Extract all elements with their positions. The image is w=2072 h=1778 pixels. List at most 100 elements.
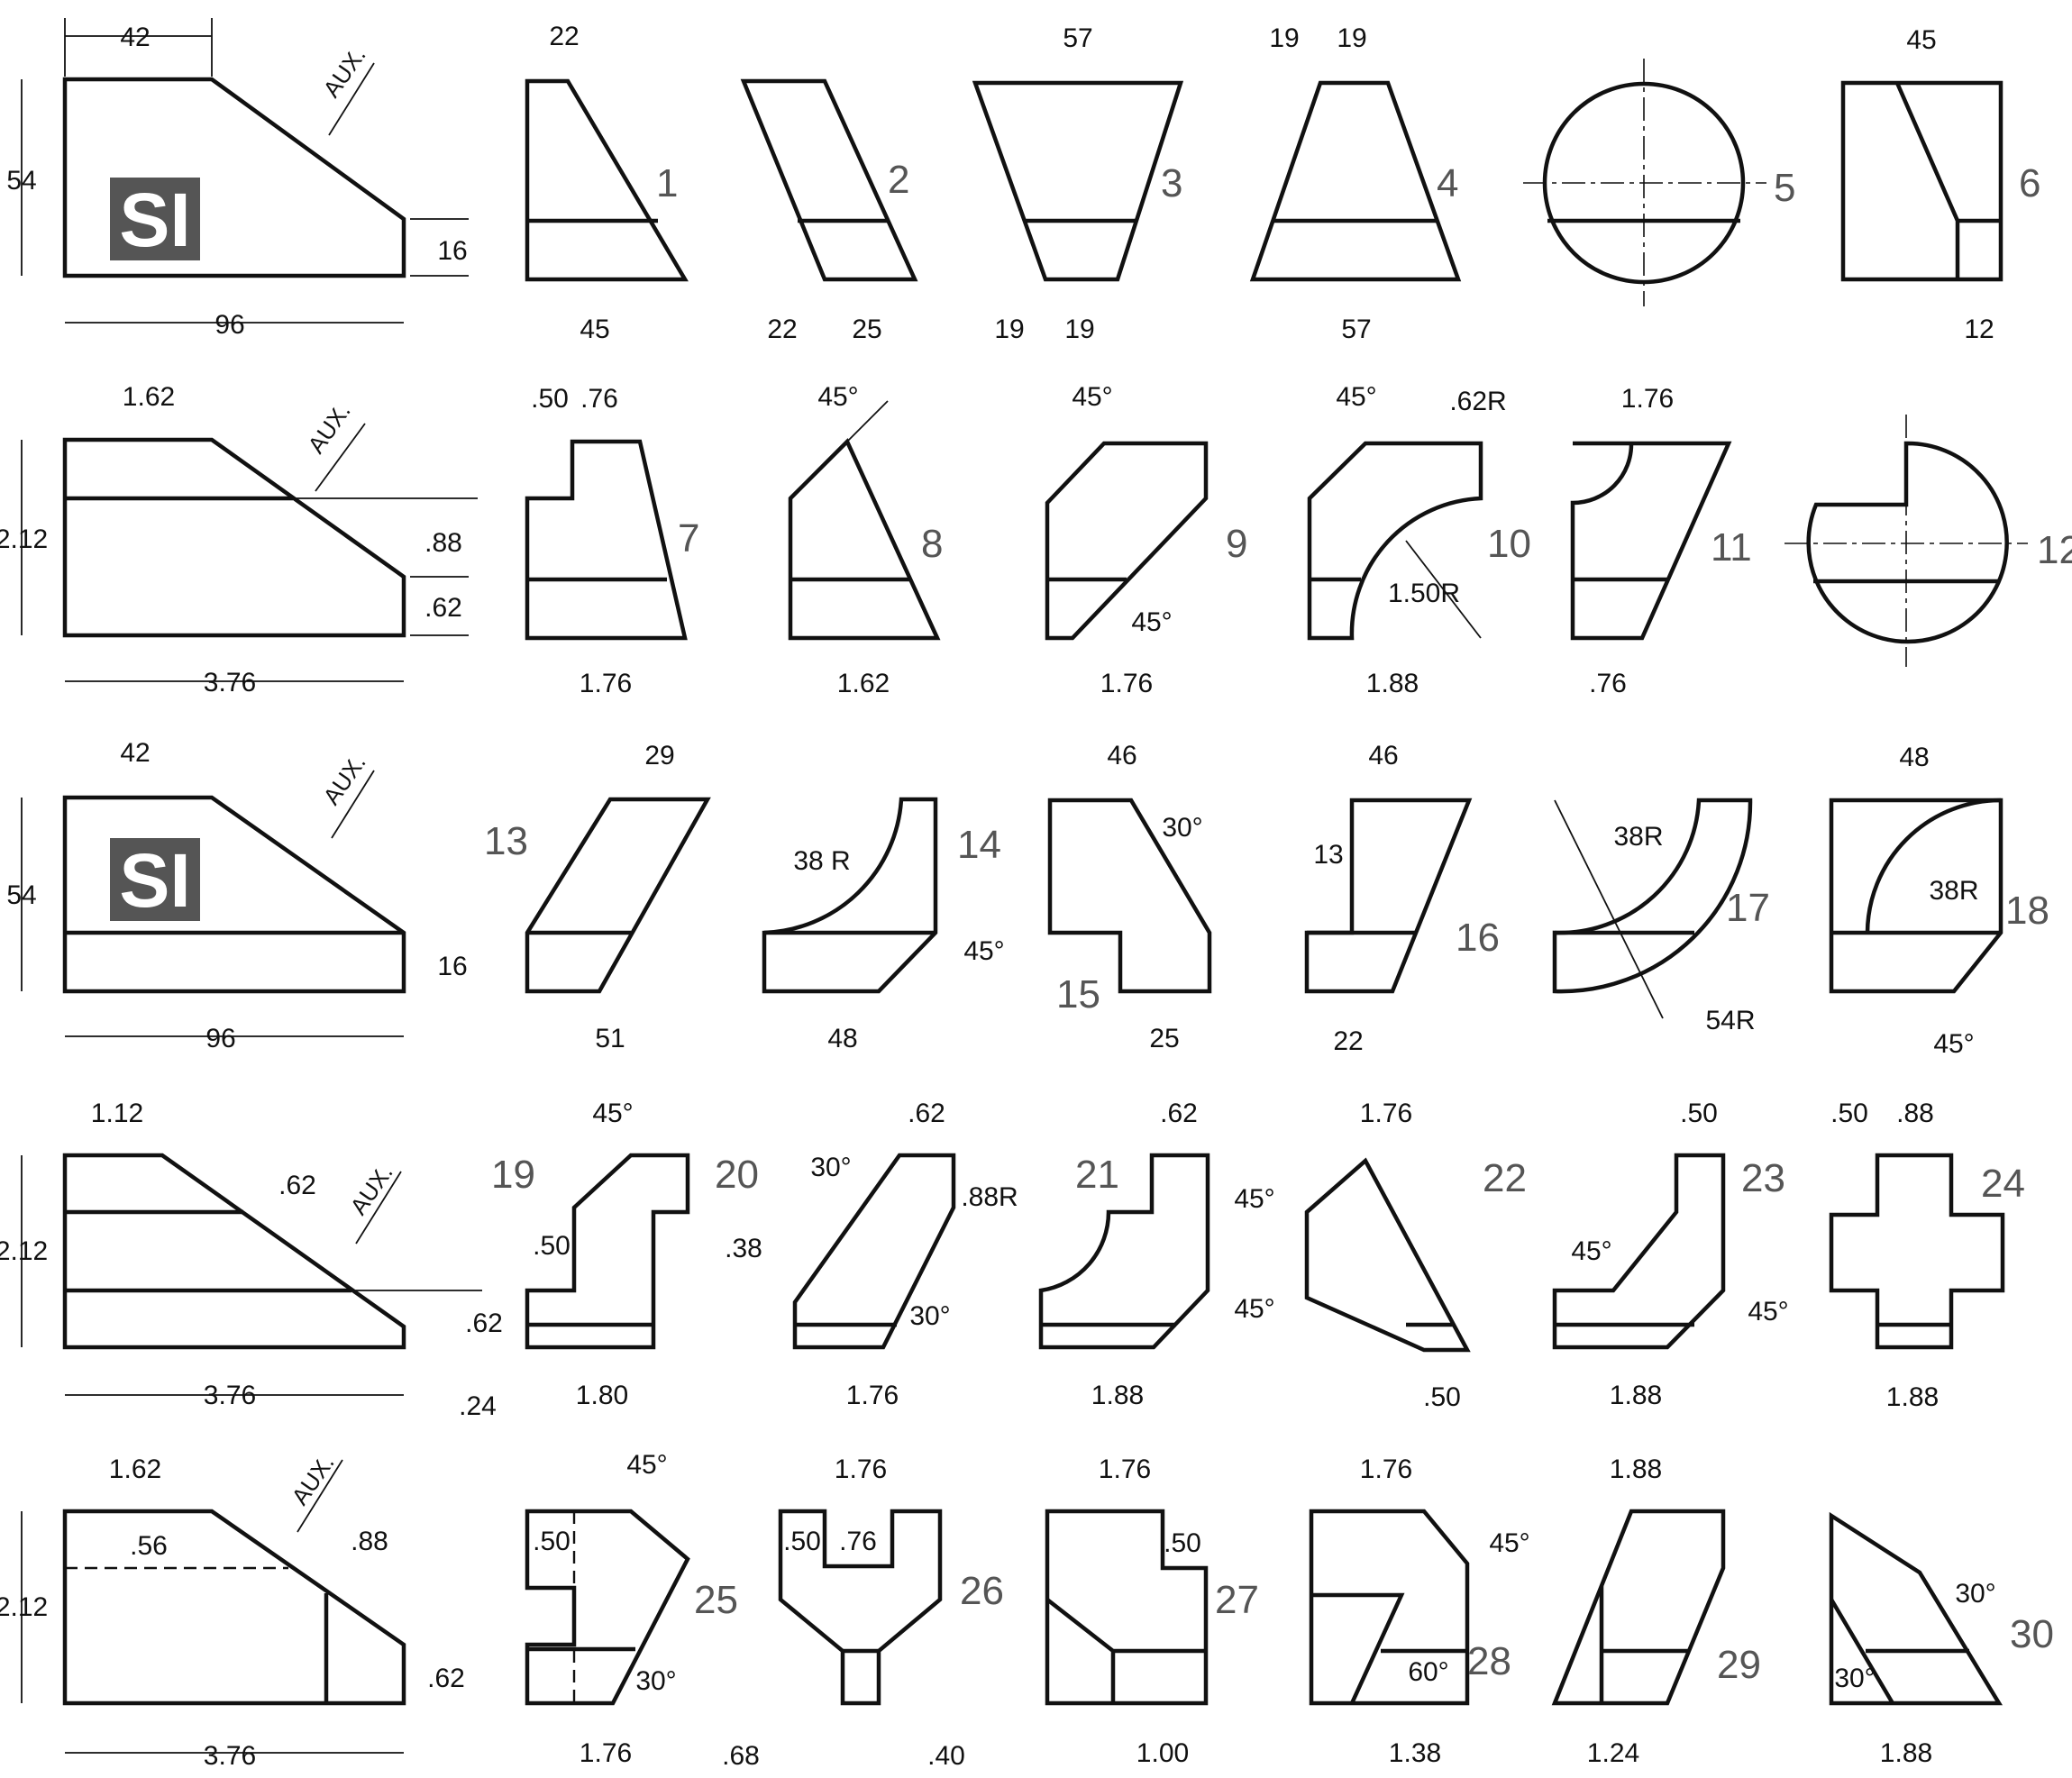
dim-label: .50 (1830, 1099, 1868, 1128)
dim-label: 1.76 (1099, 1454, 1151, 1484)
dim-label: 1.50R (1388, 579, 1460, 608)
problem-number: 3 (1161, 161, 1182, 205)
aux-label: AUX. (302, 398, 355, 459)
dim-label: 42 (120, 23, 150, 52)
dim-label: .62 (908, 1099, 945, 1128)
dim-label: .88R (961, 1182, 1018, 1212)
problem-11: 11 .62R 1.76 .76 (1449, 384, 1751, 698)
dim-label: .50 (533, 1527, 570, 1556)
dim-label: .76 (839, 1527, 877, 1556)
dim-label: .38 (725, 1234, 762, 1263)
main-view-row-1: SI 42 54 16 96 AUX. (6, 18, 469, 340)
dim-label: .62 (424, 593, 462, 623)
dim-label: .88 (351, 1527, 388, 1556)
dim-label: 30° (1162, 813, 1202, 843)
dim-label: .40 (927, 1741, 965, 1771)
dim-label: 45° (963, 936, 1004, 966)
dim-label: 45 (1906, 25, 1936, 55)
dim-label: 2.12 (0, 524, 48, 554)
problem-12: 12 (1784, 415, 2072, 667)
problem-10: 10 45° 1.50R 1.88 (1307, 382, 1531, 698)
problem-number: 10 (1487, 522, 1531, 566)
dim-label: 54R (1705, 1006, 1755, 1035)
problem-number: 19 (491, 1153, 535, 1197)
dim-label: 29 (644, 741, 674, 770)
problem-number: 16 (1456, 916, 1500, 960)
dim-label: 13 (1313, 840, 1343, 870)
dim-label: .62 (427, 1664, 465, 1693)
dim-label: 1.88 (1091, 1381, 1144, 1410)
problem-number: 2 (888, 158, 909, 202)
problem-14: 14 38 R 45° 48 (762, 797, 1005, 1053)
dim-label: .50 (1680, 1099, 1718, 1128)
dim-label: 1.76 (1360, 1099, 1412, 1128)
dim-label: 38R (1613, 822, 1663, 852)
problem-number: 23 (1741, 1156, 1785, 1200)
dim-label: 42 (120, 738, 150, 768)
dim-label: 1.88 (1366, 669, 1419, 698)
dim-label: 48 (827, 1024, 857, 1053)
dim-label: .50 (1423, 1382, 1461, 1412)
dim-label: 45° (1234, 1184, 1274, 1214)
problem-18: 18 48 38R 45° (1829, 743, 2049, 1059)
dim-label: .50 (531, 384, 569, 414)
dim-label: 30° (635, 1666, 676, 1696)
problem-number: 29 (1717, 1643, 1761, 1687)
dim-label: 1.76 (580, 1738, 632, 1768)
dim-label: 1.76 (580, 669, 632, 698)
problem-number: 30 (2010, 1612, 2054, 1656)
problem-6: 6 45 12 (1840, 25, 2040, 344)
dim-label: 19 (1064, 315, 1094, 344)
problem-number: 26 (960, 1569, 1004, 1613)
problem-number: 27 (1215, 1578, 1259, 1622)
dim-label: 45° (817, 382, 858, 412)
dim-label: 45° (1748, 1297, 1788, 1327)
problem-number: 5 (1774, 166, 1795, 210)
problem-number: 20 (715, 1153, 759, 1197)
problem-9: 9 45° 45° 1.76 (1045, 382, 1247, 698)
dim-label: 45° (1571, 1236, 1611, 1266)
dim-label: 57 (1341, 315, 1371, 344)
dim-label: 30° (1955, 1579, 1995, 1609)
aux-label: AUX. (286, 1450, 339, 1510)
problem-number: 25 (694, 1578, 738, 1622)
dim-label: .62 (465, 1308, 503, 1338)
problem-16: 16 46 13 22 (1304, 741, 1500, 1056)
dim-label: 1.00 (1136, 1738, 1189, 1768)
problem-number: 9 (1226, 522, 1247, 566)
dim-label: 48 (1899, 743, 1929, 772)
dim-label: 51 (595, 1024, 625, 1053)
dim-label: 46 (1107, 741, 1136, 770)
dim-label: 54 (6, 880, 36, 910)
aux-label: AUX. (317, 42, 370, 103)
dim-label: 54 (6, 166, 36, 196)
dim-label: .88 (1896, 1099, 1934, 1128)
dim-label: 1.62 (109, 1454, 161, 1484)
problem-2: 2 22 25 (740, 78, 918, 344)
problem-number: 1 (656, 161, 678, 205)
aux-label: AUX. (317, 750, 370, 810)
problem-13: 13 29 51 (484, 741, 711, 1053)
dim-label: 1.38 (1389, 1738, 1441, 1768)
problem-number: 18 (2005, 889, 2049, 933)
problem-7: 7 .50 .76 1.76 (525, 384, 699, 698)
dim-label: 1.62 (123, 382, 175, 412)
problem-5: 5 (1523, 59, 1795, 306)
dim-label: .50 (783, 1527, 821, 1556)
dim-label: .62 (278, 1171, 316, 1200)
dim-label: 16 (437, 236, 467, 266)
problem-25: 25 45° .50 30° 1.76 (525, 1450, 738, 1768)
dim-label: .76 (1589, 669, 1627, 698)
dim-label: 45° (1072, 382, 1112, 412)
dim-label: 30° (909, 1301, 950, 1331)
problem-number: 12 (2037, 528, 2072, 572)
dim-label: 22 (767, 315, 797, 344)
dim-label: 16 (437, 952, 467, 981)
dim-label: 30° (810, 1153, 851, 1182)
problem-30: 30 30° 30° 1.88 (1829, 1511, 2054, 1768)
dim-label: 1.88 (1886, 1382, 1939, 1412)
problem-24: 24 .50 .88 1.88 (1829, 1099, 2025, 1412)
problem-29: 29 1.88 1.24 (1551, 1454, 1761, 1768)
problem-15: 15 46 30° 25 (1047, 741, 1212, 1053)
